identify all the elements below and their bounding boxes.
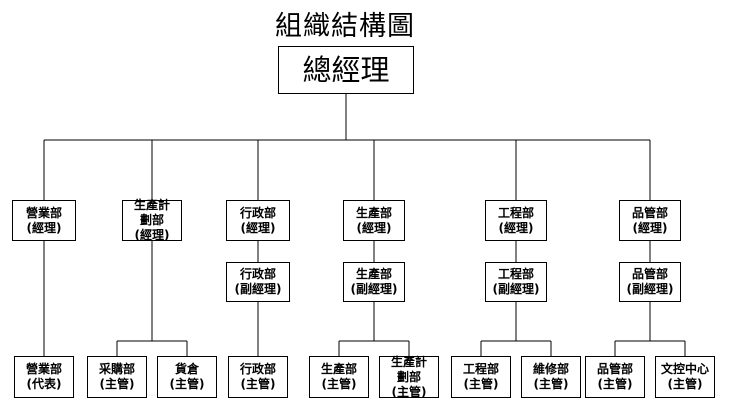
dept-2-manager: 生產計劃部(經理) <box>122 198 182 242</box>
dept-3-manager-line-2: (經理) <box>240 220 276 235</box>
dept-1-sub-1-line-1: 營業部 <box>25 362 62 376</box>
dept-5-sub-1-line-1: 工程部 <box>462 362 499 376</box>
dept-4-sub-1-line-2: (主管) <box>321 377 357 391</box>
dept-3-deputy: 行政部(副經理) <box>226 262 290 302</box>
dept-1-sub-1-line-2: (代表) <box>26 377 62 391</box>
dept-3-deputy-line-2: (副經理) <box>234 282 282 296</box>
dept-4-deputy-line-1: 生產部 <box>355 267 392 281</box>
dept-2-sub-1-line-1: 采購部 <box>98 362 135 376</box>
dept-6-sub-2-line-2: (主管) <box>667 377 703 391</box>
dept-5-deputy-line-1: 工程部 <box>497 267 534 281</box>
dept-5-sub-2-line-2: (主管) <box>533 377 569 391</box>
dept-6-manager-line-1: 品管部 <box>631 205 668 220</box>
root-node-label: 總經理 <box>302 53 390 87</box>
dept-5-deputy-line-2: (副經理) <box>492 282 540 296</box>
dept-2-manager-line-2: 劃部 <box>139 213 164 227</box>
dept-3-sub-1: 行政部(主管) <box>228 356 288 398</box>
dept-3-deputy-line-1: 行政部 <box>239 267 276 281</box>
dept-4-manager-line-1: 生產部 <box>355 205 392 220</box>
dept-2-sub-2: 貨倉(主管) <box>157 356 217 398</box>
dept-6-manager: 品管部(經理) <box>619 200 681 241</box>
dept-4-sub-2-line-2: 劃部 <box>396 369 421 384</box>
dept-5-sub-1-line-2: (主管) <box>463 377 499 391</box>
dept-3-manager-line-1: 行政部 <box>239 205 276 220</box>
dept-2-sub-1: 采購部(主管) <box>87 356 147 398</box>
dept-6-sub-2: 文控中心(主管) <box>655 356 715 398</box>
dept-2-sub-1-line-2: (主管) <box>99 377 135 391</box>
dept-4-sub-2-line-1: 生產計 <box>390 354 427 369</box>
dept-5-manager-line-1: 工程部 <box>497 205 534 220</box>
dept-6-deputy-line-1: 品管部 <box>631 267 668 281</box>
dept-4-sub-2-line-3: (主管) <box>391 384 427 399</box>
dept-5-sub-2-line-1: 維修部 <box>532 362 569 376</box>
dept-1-manager-line-2: (經理) <box>26 220 62 235</box>
dept-1-sub-1: 營業部(代表) <box>14 356 74 398</box>
dept-4-manager: 生產部(經理) <box>343 200 405 241</box>
dept-5-sub-2: 維修部(主管) <box>521 356 581 398</box>
dept-6-sub-1-line-1: 品管部 <box>596 362 633 376</box>
dept-6-sub-1-line-2: (主管) <box>597 377 633 391</box>
dept-4-sub-1-line-1: 生產部 <box>320 362 357 376</box>
dept-4-deputy: 生產部(副經理) <box>343 262 405 302</box>
dept-5-deputy: 工程部(副經理) <box>485 262 547 302</box>
dept-2-manager-line-3: (經理) <box>134 228 170 242</box>
dept-4-deputy-line-2: (副經理) <box>350 282 398 296</box>
dept-4-sub-1: 生產部(主管) <box>309 356 369 398</box>
dept-6-deputy: 品管部(副經理) <box>619 262 681 302</box>
dept-5-manager: 工程部(經理) <box>485 200 547 241</box>
dept-1-manager-line-1: 營業部 <box>25 205 62 220</box>
dept-2-manager-line-1: 生產計 <box>133 198 170 212</box>
dept-3-sub-1-line-1: 行政部 <box>239 362 276 376</box>
chart-title: 組織結構圖 <box>275 11 415 42</box>
dept-4-manager-line-2: (經理) <box>356 220 392 235</box>
dept-6-manager-line-2: (經理) <box>632 220 668 235</box>
dept-2-sub-2-line-1: 貨倉 <box>174 362 199 376</box>
dept-3-sub-1-line-2: (主管) <box>240 377 276 391</box>
dept-4-sub-2: 生產計劃部(主管) <box>379 354 439 399</box>
dept-6-sub-1: 品管部(主管) <box>585 356 645 398</box>
dept-6-sub-2-line-1: 文控中心 <box>660 362 709 376</box>
dept-5-manager-line-2: (經理) <box>498 220 534 235</box>
dept-6-deputy-line-2: (副經理) <box>626 282 674 296</box>
dept-3-manager: 行政部(經理) <box>226 200 290 241</box>
dept-1-manager: 營業部(經理) <box>12 200 76 241</box>
dept-5-sub-1: 工程部(主管) <box>451 356 511 398</box>
dept-2-sub-2-line-2: (主管) <box>169 377 205 391</box>
root-node: 總經理 <box>278 46 414 94</box>
